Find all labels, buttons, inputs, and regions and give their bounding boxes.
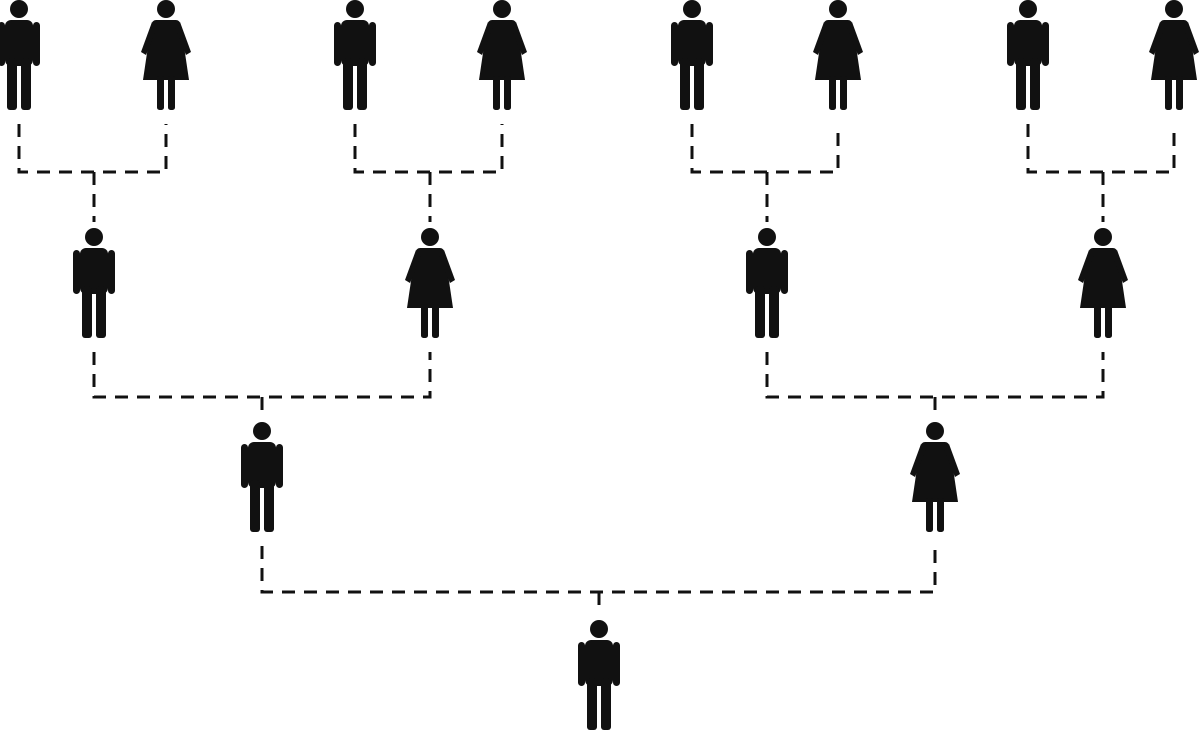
male-figure-icon	[0, 0, 40, 110]
dashed-connector-line	[1026, 124, 1176, 174]
male-figure-icon	[746, 228, 788, 338]
dashed-connector-line	[17, 124, 168, 174]
female-figure-icon	[1078, 228, 1128, 338]
female-figure-icon	[813, 0, 863, 110]
female-figure-icon	[405, 228, 455, 338]
dashed-connector-line	[92, 352, 432, 399]
male-figure-icon	[73, 228, 115, 338]
dashed-connector-line	[260, 546, 937, 594]
dashed-connector-line	[690, 124, 840, 174]
male-figure-icon	[671, 0, 713, 110]
female-figure-icon	[910, 422, 960, 532]
male-figure-icon	[578, 620, 620, 730]
male-figure-icon	[1007, 0, 1049, 110]
male-figure-icon	[334, 0, 376, 110]
dashed-connector-line	[765, 352, 1105, 399]
dashed-connector-line	[353, 124, 504, 174]
female-figure-icon	[477, 0, 527, 110]
female-figure-icon	[141, 0, 191, 110]
male-figure-icon	[241, 422, 283, 532]
female-figure-icon	[1149, 0, 1199, 110]
